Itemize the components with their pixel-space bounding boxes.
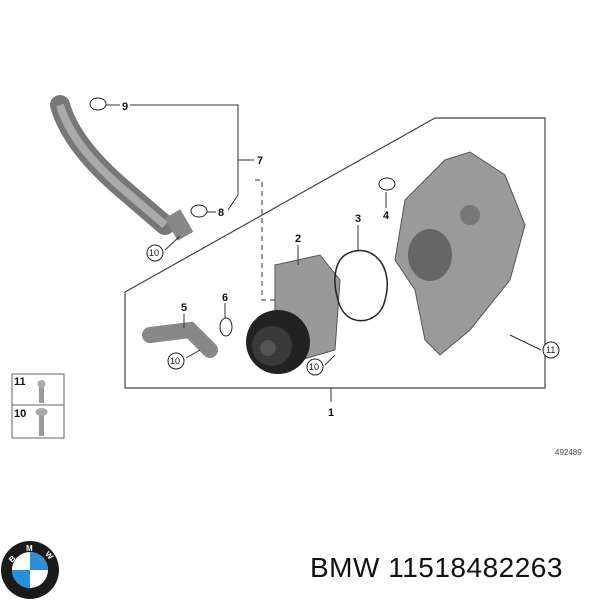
- callout-4: 4: [383, 210, 390, 222]
- diagram-id: 492489: [555, 448, 582, 457]
- callout-5: 5: [181, 302, 187, 314]
- o-ring-4: [378, 177, 396, 191]
- screw-icon: [35, 408, 48, 436]
- leader-lines: [106, 104, 542, 366]
- callout-7: 7: [257, 155, 263, 167]
- callout-11: 11: [546, 345, 555, 355]
- fastener-legend: [11, 373, 65, 439]
- svg-text:B: B: [7, 554, 18, 565]
- o-ring-6: [219, 317, 233, 337]
- o-ring-8: [190, 204, 208, 218]
- hose-elbow: [142, 321, 218, 358]
- water-pump: [246, 254, 341, 374]
- callout-1: 1: [328, 407, 334, 419]
- callout-9: 9: [122, 101, 128, 113]
- coolant-pipe: [50, 95, 194, 241]
- assembly-frame: [124, 117, 546, 389]
- callout-8: 8: [218, 207, 224, 219]
- legend-number-10: 10: [14, 408, 27, 420]
- bmw-logo: B M W: [1, 541, 59, 599]
- callout-10: 10: [149, 248, 159, 258]
- bolt-icon: [37, 380, 46, 403]
- callout-2: 2: [295, 233, 301, 245]
- gasket-3: [334, 249, 388, 322]
- svg-text:M: M: [26, 544, 33, 553]
- callout-3: 3: [355, 213, 361, 225]
- legend-number-11: 11: [14, 376, 26, 388]
- bracket-7: [130, 104, 239, 211]
- part-title: BMW 11518482263: [310, 552, 563, 583]
- callout-10: 10: [309, 362, 319, 372]
- callout-6: 6: [222, 292, 228, 304]
- o-ring-9: [89, 97, 107, 111]
- callout-10: 10: [170, 356, 180, 366]
- pump-housing: [394, 151, 526, 356]
